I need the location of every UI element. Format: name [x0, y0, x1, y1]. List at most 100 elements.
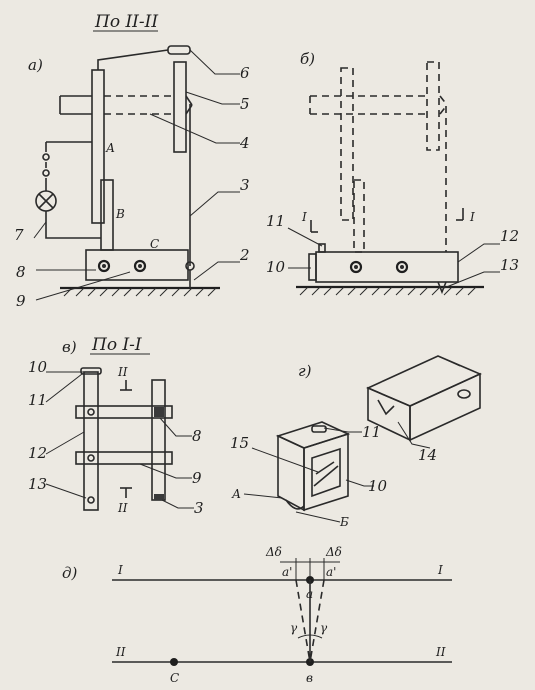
- indicator-wire: [97, 49, 169, 70]
- svg-text:II: II: [117, 365, 128, 379]
- plate-a: [91, 69, 105, 224]
- leader-v-11: [45, 373, 83, 403]
- delta-right: Δδ: [325, 545, 342, 559]
- deviation-left: [295, 579, 311, 663]
- hatched-joint-8: [154, 407, 164, 417]
- leader-14: [397, 421, 431, 449]
- callout-2: 2: [239, 246, 250, 264]
- callout-g-10: 10: [368, 477, 388, 495]
- bolt-b1: [349, 260, 363, 274]
- callout-9: 9: [16, 292, 26, 310]
- panel-g-label: г): [298, 362, 312, 380]
- gamma-arc: [297, 634, 323, 639]
- section-marker-right: I: [456, 208, 475, 224]
- panel-a-label: а): [28, 56, 43, 74]
- leader-6: [189, 49, 240, 75]
- crossbar-9: [75, 451, 173, 465]
- bar-12-side: [83, 371, 99, 511]
- callout-15: 15: [230, 434, 249, 452]
- svg-text:I: I: [301, 210, 307, 224]
- leader-2: [193, 261, 240, 281]
- panel-v-label: в): [62, 338, 77, 356]
- line-i-label-left: I: [117, 563, 123, 577]
- gamma-left: γ: [290, 621, 298, 635]
- block-14: [366, 355, 482, 442]
- screw-11-iso: [311, 425, 327, 433]
- callout-4: 4: [239, 134, 250, 152]
- leader-a2: [243, 493, 283, 499]
- hatched-joint-3: [154, 494, 164, 500]
- section-marker-left: I: [301, 210, 318, 233]
- callout-8: 8: [16, 263, 26, 281]
- lamp-circuit-7: [35, 141, 101, 239]
- callout-v-12: 12: [28, 444, 47, 462]
- line-ii-label-left: II: [115, 645, 126, 659]
- line-ii-label-right: II: [435, 645, 446, 659]
- point-c: [170, 658, 178, 666]
- screw-head-11: [80, 367, 102, 375]
- line-i-label-right: I: [437, 563, 443, 577]
- label-v: в: [306, 671, 313, 685]
- callout-3: 3: [240, 176, 250, 194]
- callout-v-13: 13: [28, 475, 47, 493]
- callout-12: 12: [500, 227, 519, 245]
- panel-a: а) По II-II: [14, 12, 250, 310]
- leader-9: [35, 271, 131, 301]
- panel-d: д) I I II II Δδ Δδ a' a' a γ γ в С: [62, 545, 452, 685]
- panel-v-title: По I-I: [91, 335, 142, 355]
- leader-v-9: [139, 463, 192, 479]
- panel-v: в) По I-I II II 10 11 12 13: [28, 335, 204, 517]
- panel-b-label: б): [300, 50, 315, 68]
- section-ii-bottom: II: [117, 487, 132, 515]
- contact-top: [42, 153, 50, 161]
- svg-text:II: II: [117, 501, 128, 515]
- leader-3: [189, 191, 240, 217]
- leader-13: [443, 271, 500, 289]
- panel-d-label: д): [62, 564, 78, 582]
- bolt-8: [97, 259, 111, 273]
- leader-g-11: [323, 427, 362, 433]
- letter-b-small: Б: [339, 515, 349, 529]
- letter-c: С: [150, 237, 159, 251]
- leader-4: [149, 113, 240, 144]
- rail-4: [59, 95, 193, 115]
- crossbar-8: [75, 405, 173, 419]
- indicator-6: [167, 45, 191, 55]
- callout-v-3: 3: [194, 499, 204, 517]
- leader-v-8: [159, 417, 192, 437]
- clamp-10-iso: [275, 421, 351, 512]
- ground-hatching: [63, 287, 217, 297]
- svg-text:I: I: [469, 210, 475, 224]
- delta-left: Δδ: [265, 545, 282, 559]
- leader-b-small: [295, 511, 341, 523]
- bracket-5: [173, 61, 187, 153]
- callout-7: 7: [14, 226, 24, 244]
- label-c: С: [170, 671, 179, 685]
- callout-v-11: 11: [28, 391, 47, 409]
- leader-v-12: [45, 431, 85, 455]
- contact-bottom: [42, 169, 50, 177]
- letter-a: А: [105, 141, 115, 155]
- leader-5: [185, 91, 240, 105]
- callout-6: 6: [240, 64, 250, 82]
- leader-v-13: [45, 483, 87, 499]
- leader-v-3: [161, 499, 194, 509]
- callout-g-11: 11: [362, 423, 381, 441]
- callout-13: 13: [500, 256, 519, 274]
- callout-v-8: 8: [192, 427, 202, 445]
- label-a-prime-left: a': [282, 565, 292, 579]
- panel-a-title: По II-II: [94, 12, 158, 32]
- ground-hatching-b: [299, 286, 477, 296]
- label-a: a: [306, 587, 313, 601]
- callout-14: 14: [418, 446, 437, 464]
- deviation-right: [309, 579, 325, 663]
- plate-b: [100, 179, 114, 251]
- panel-b: б): [266, 50, 519, 296]
- callout-v-10: 10: [28, 358, 48, 376]
- section-ii-top: II: [117, 365, 132, 391]
- base-c: [85, 249, 189, 281]
- point-13-side: [87, 496, 95, 504]
- clamp-10: [308, 253, 317, 281]
